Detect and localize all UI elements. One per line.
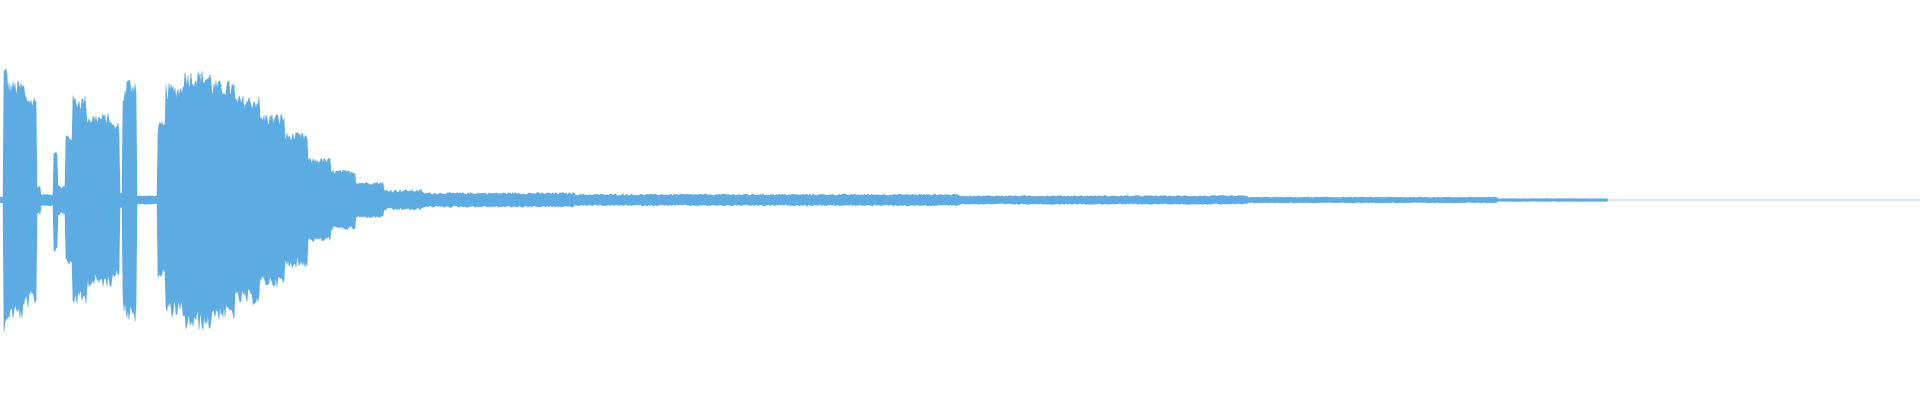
audio-waveform [0, 68, 1920, 332]
